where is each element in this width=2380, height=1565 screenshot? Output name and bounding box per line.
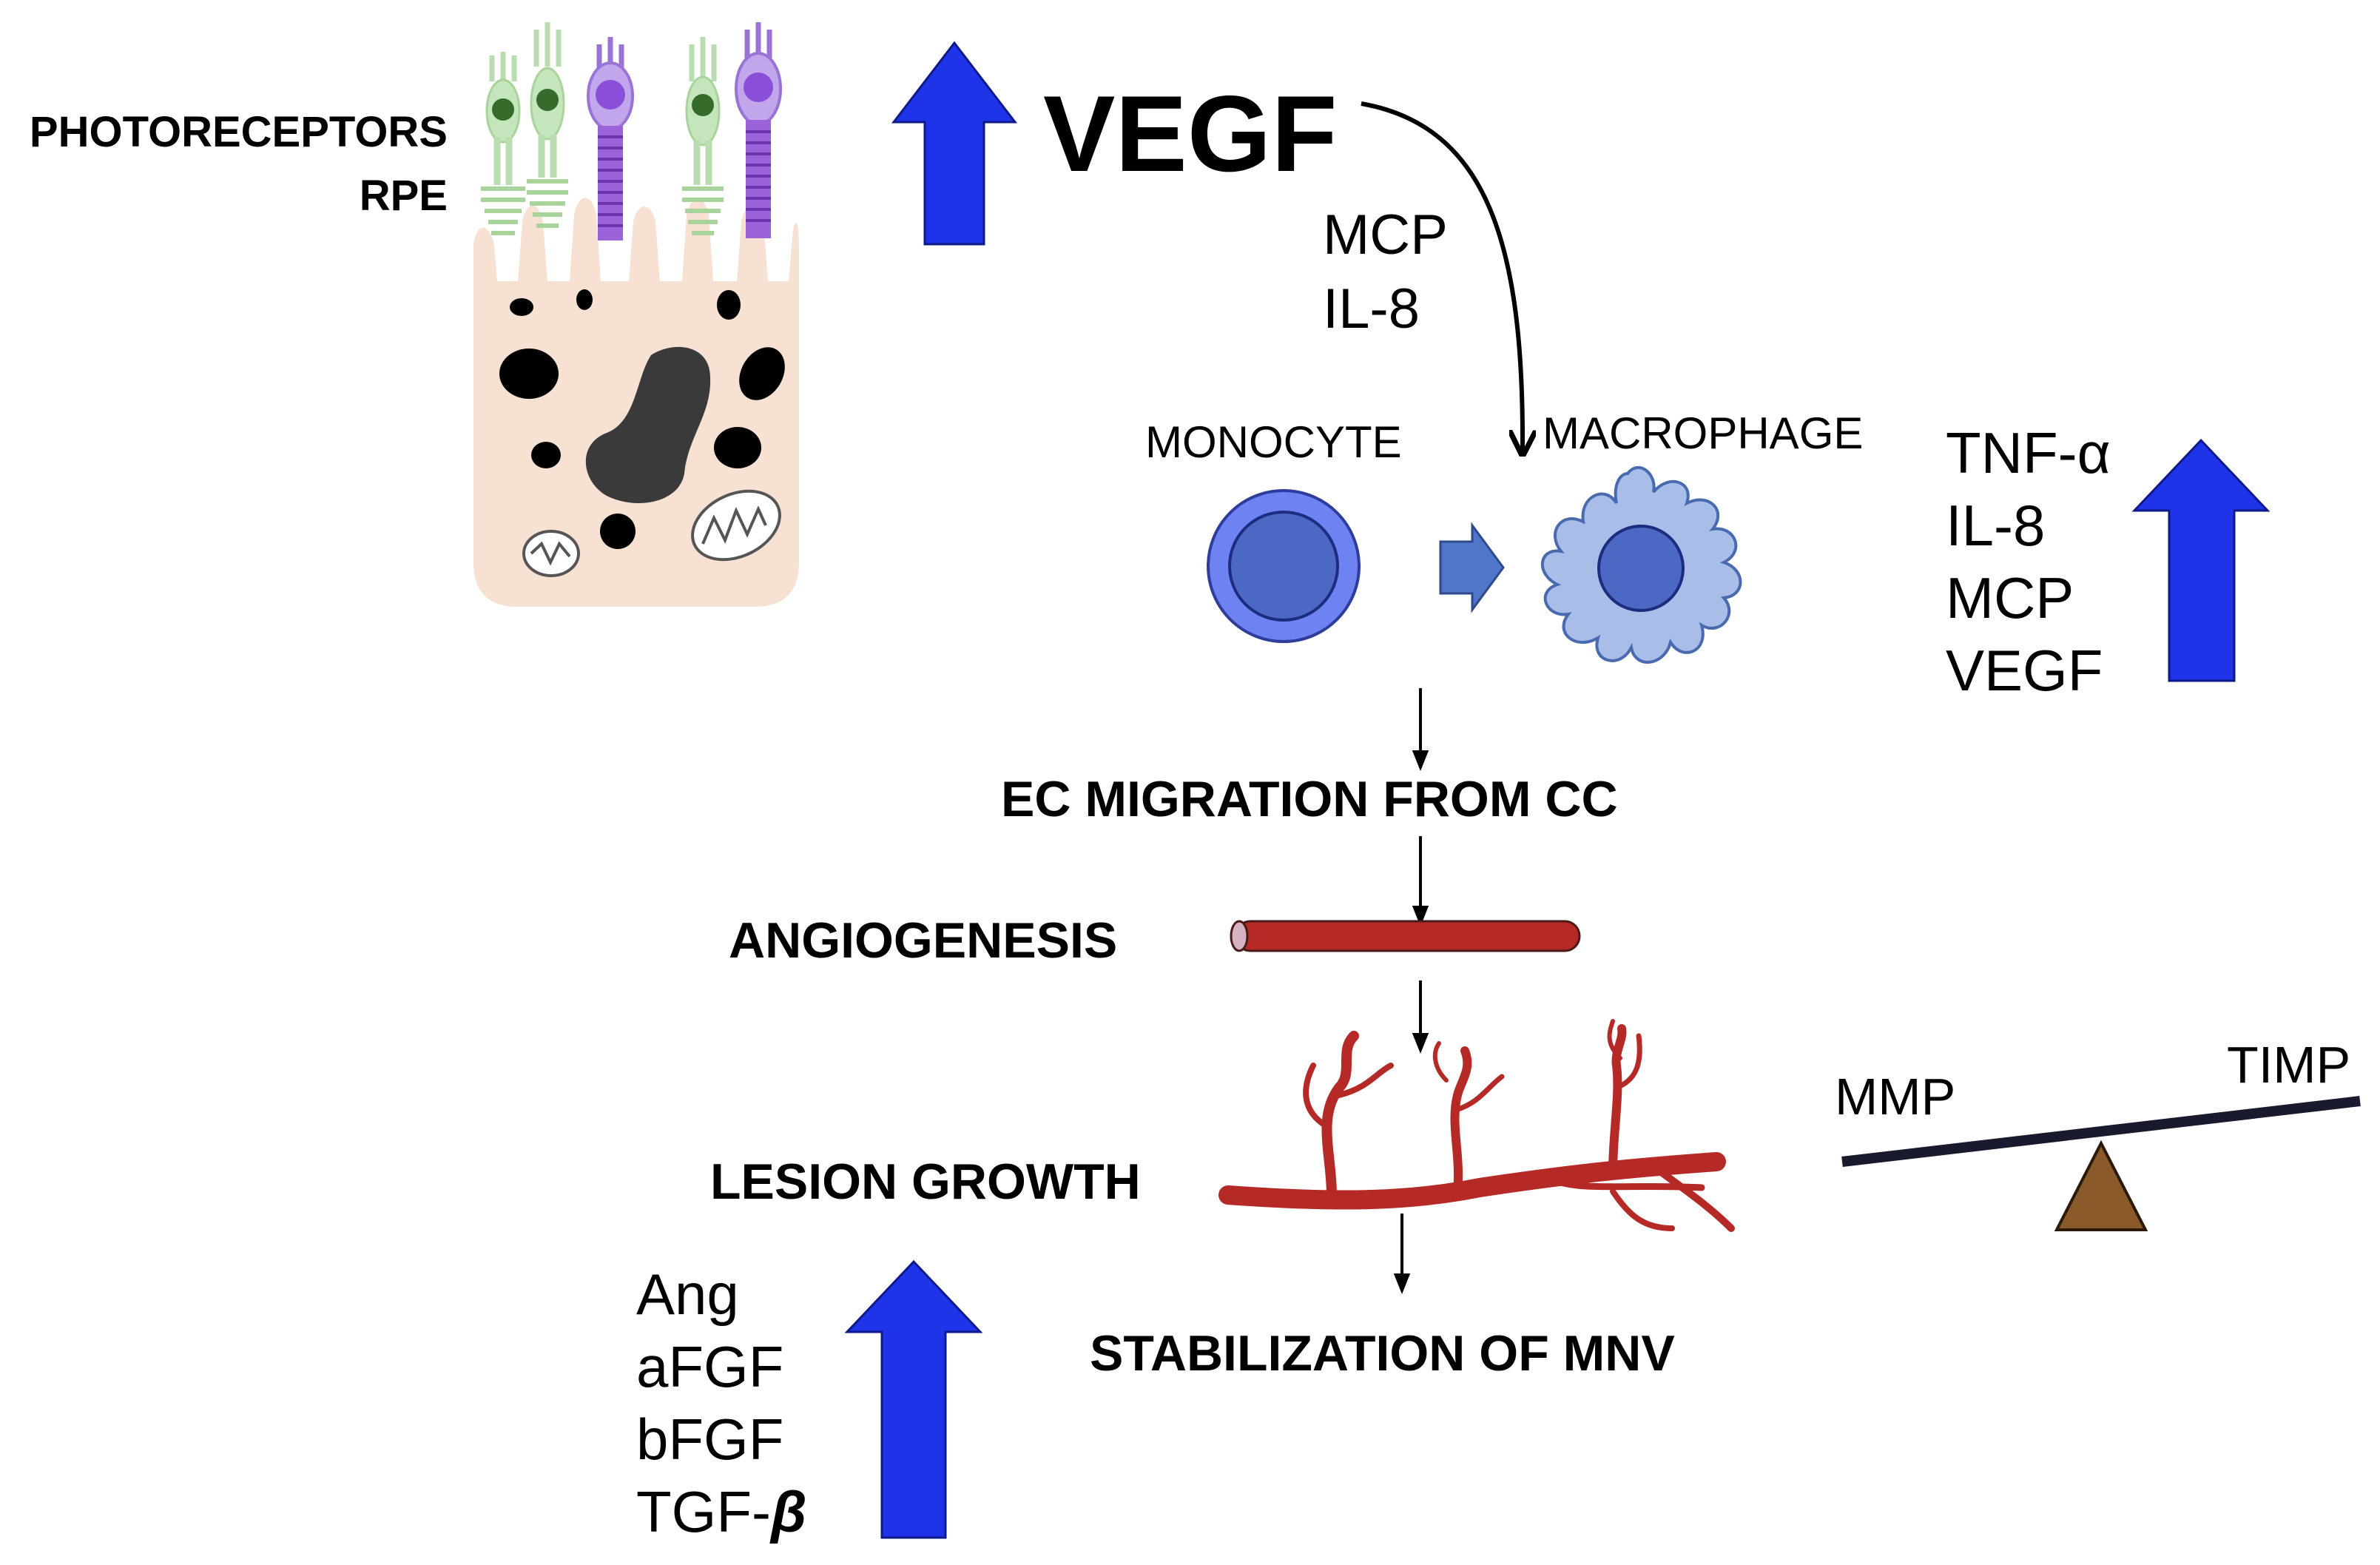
macrophage-factor-list: TNF-α IL-8 MCP VEGF: [1946, 417, 2111, 707]
monocyte-to-macrophage-arrow: [1439, 522, 1505, 613]
monocyte-cell: [1207, 489, 1361, 643]
chemokine-mcp-label: MCP: [1323, 203, 1448, 266]
timp-label: TIMP: [2227, 1036, 2351, 1094]
ec-migration-label: EC MIGRATION FROM CC: [1001, 771, 1618, 827]
growth-factors-up-arrow: [844, 1259, 983, 1539]
photoreceptors-label: PHOTORECEPTORS: [29, 108, 448, 156]
branching-vessels: [1218, 1019, 1735, 1232]
balance-scale: [1841, 1096, 2361, 1231]
lesion-growth-label: LESION GROWTH: [710, 1154, 1141, 1210]
macrophage-label: MACROPHAGE: [1543, 408, 1864, 458]
mitochondrion: [522, 530, 580, 577]
mitochondrion: [691, 489, 781, 562]
mmp-label: MMP: [1835, 1068, 1956, 1125]
factor-item-bfgf: bFGF: [636, 1407, 784, 1472]
factor-item-afgf: aFGF: [636, 1334, 784, 1399]
factor-item-il8: IL-8: [1946, 493, 2046, 558]
nucleus-shape: [585, 346, 711, 503]
monocyte-label: MONOCYTE: [1145, 417, 1402, 467]
stabilization-label: STABILIZATION OF MNV: [1090, 1325, 1675, 1381]
growth-factor-list: Ang aFGF bFGF TGF-β: [636, 1258, 806, 1548]
factor-item-tgf: TGF-β: [636, 1479, 807, 1544]
macrophage-cell: [1541, 465, 1742, 664]
vegf-up-arrow: [891, 41, 1018, 246]
factor-item-tnf: TNF-α: [1946, 420, 2111, 485]
rpe-label: RPE: [359, 172, 448, 220]
cone-photoreceptors: [587, 22, 782, 240]
vessel-tube: [1230, 920, 1581, 952]
factor-item-vegf: VEGF: [1946, 638, 2103, 703]
rpe-cell-illustration: [473, 198, 799, 607]
rod-photoreceptors: [481, 22, 724, 235]
factors-up-arrow: [2131, 438, 2271, 682]
factor-item-ang: Ang: [636, 1262, 739, 1327]
chemokine-il8-label: IL-8: [1323, 277, 1420, 340]
vegf-title: VEGF: [1043, 73, 1338, 194]
angiogenesis-label: ANGIOGENESIS: [729, 912, 1118, 969]
factor-item-mcp: MCP: [1946, 565, 2074, 630]
vegf-to-macrophage-arrow: [1361, 101, 1523, 451]
